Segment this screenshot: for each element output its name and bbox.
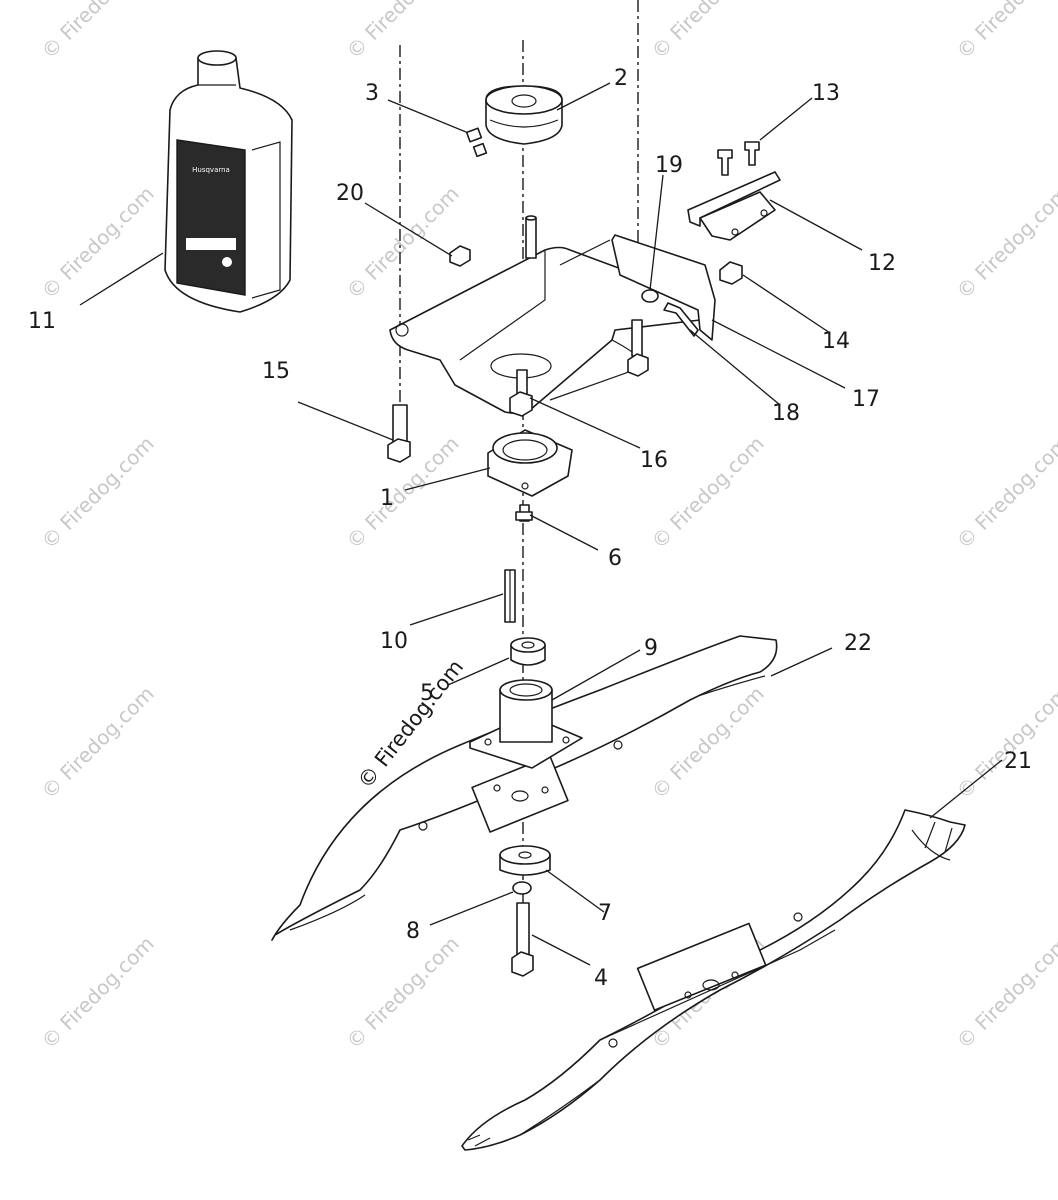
watermark: © Firedog.com (342, 931, 464, 1053)
watermark: © Firedog.com (342, 0, 464, 64)
callout-22: 22 (844, 631, 872, 656)
grommet (485, 85, 563, 145)
callout-17: 17 (852, 387, 880, 412)
watermark: © Firedog.com (37, 181, 159, 303)
blade-lower (461, 809, 966, 1151)
nut (719, 261, 743, 285)
grease-fitting (515, 504, 533, 522)
blade-adapter (469, 679, 583, 769)
callout-4: 4 (594, 966, 608, 991)
watermark: © Firedog.com (952, 431, 1058, 553)
callout-21: 21 (1004, 749, 1032, 774)
svg-text:Husqvarna: Husqvarna (192, 166, 230, 174)
oil-bottle: Husqvarna (164, 50, 293, 313)
callout-10: 10 (380, 629, 408, 654)
watermark: © Firedog.com (647, 0, 769, 64)
callout-5: 5 (420, 681, 434, 706)
bolt-long (387, 404, 411, 463)
deck-studs (509, 215, 649, 417)
callout-16: 16 (640, 448, 668, 473)
callout-8: 8 (406, 919, 420, 944)
callout-3: 3 (365, 81, 379, 106)
callout-14: 14 (822, 329, 850, 354)
leader-lines (79, 82, 1003, 966)
nut-small (449, 245, 471, 267)
callout-6: 6 (608, 546, 622, 571)
watermark: © Firedog.com (952, 681, 1058, 803)
deck-plate (389, 234, 716, 414)
blade-washer (499, 845, 551, 876)
bearing-housing (487, 429, 573, 497)
watermark: © Firedog.com (952, 0, 1058, 64)
lock-washer (512, 881, 532, 895)
callout-13: 13 (812, 81, 840, 106)
callout-9: 9 (644, 636, 658, 661)
callout-15: 15 (262, 359, 290, 384)
insert-clip (465, 127, 488, 158)
callout-2: 2 (614, 66, 628, 91)
blade-bolt (511, 902, 534, 977)
screws (717, 141, 760, 176)
watermark: © Firedog.com (37, 0, 159, 64)
callout-18: 18 (772, 401, 800, 426)
washer-and-bolt (641, 289, 699, 337)
callout-7: 7 (598, 901, 612, 926)
spacer (510, 637, 546, 666)
callout-1: 1 (380, 486, 394, 511)
watermark: © Firedog.com (952, 181, 1058, 303)
watermark: © Firedog.com (37, 431, 159, 553)
watermark: © Firedog.com (952, 931, 1058, 1053)
blade-upper (271, 635, 778, 941)
bracket (687, 171, 781, 241)
callout-11: 11 (28, 309, 56, 334)
watermark: © Firedog.com (37, 931, 159, 1053)
key (504, 569, 516, 623)
watermark: © Firedog.com (37, 681, 159, 803)
callout-labels: 2 3 13 19 20 12 11 14 15 17 18 16 1 6 10… (28, 66, 1032, 991)
callout-19: 19 (655, 153, 683, 178)
callout-20: 20 (336, 181, 364, 206)
blade-hub (493, 784, 549, 802)
callout-12: 12 (868, 251, 896, 276)
